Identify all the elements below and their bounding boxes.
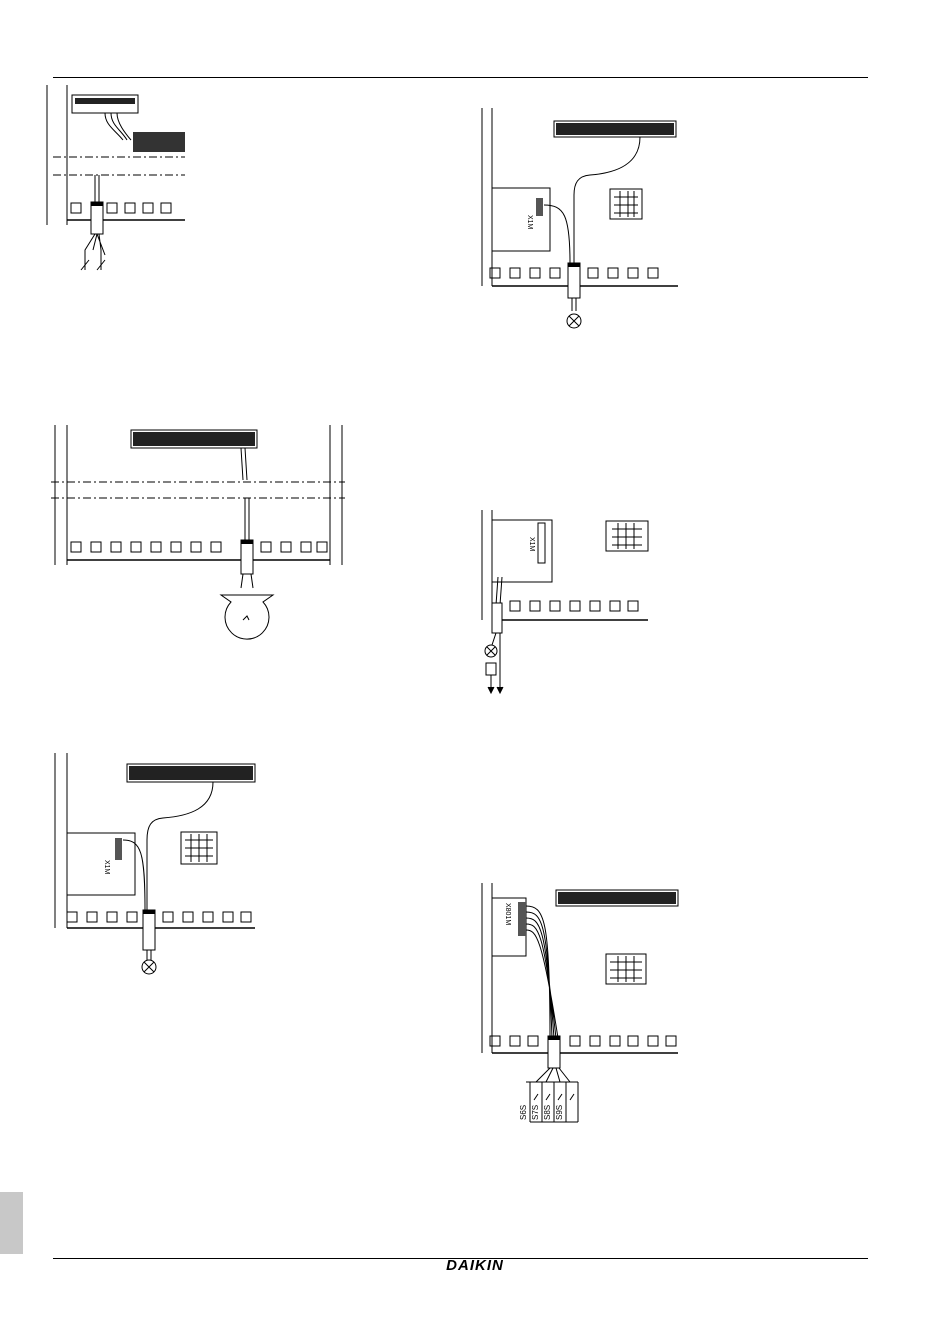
x1m-label-2: X1M: [528, 537, 535, 552]
figure-contacts: [45, 85, 195, 290]
side-tab: [0, 1192, 23, 1254]
switch-label-s8s: S8S: [543, 1105, 552, 1120]
x801m-label: X801M: [504, 903, 511, 925]
switch-label-s6s: S6S: [519, 1105, 528, 1120]
daikin-logo: DAIKIN: [0, 1257, 950, 1274]
x1m-label-3: X1M: [103, 860, 110, 875]
figure-x1m-lamp-2: X1M: [45, 748, 260, 978]
header-rule: [53, 77, 868, 78]
figure-x1m-lamp-fuse: X1M: [478, 505, 658, 700]
x1m-label: X1M: [526, 215, 533, 230]
figure-thermistor: [45, 420, 350, 630]
figure-x801m-switches: X801M S6S S7S S8S S9S: [478, 878, 688, 1128]
switch-label-s9s: S9S: [555, 1105, 564, 1120]
figure-x1m-lamp: X1M: [478, 103, 688, 338]
switch-label-s7s: S7S: [531, 1105, 540, 1120]
